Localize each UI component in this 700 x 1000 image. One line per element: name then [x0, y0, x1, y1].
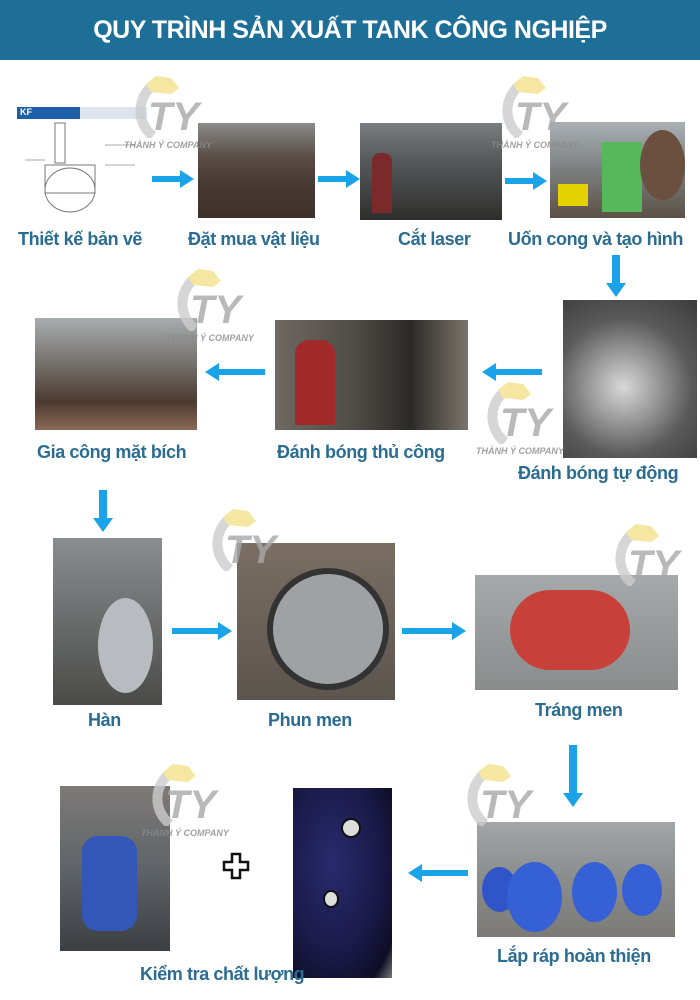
- arrow-right-icon: [402, 622, 466, 640]
- svg-text:TY: TY: [500, 401, 554, 444]
- step-label: Đánh bóng tự động: [518, 463, 679, 483]
- arrow-right-icon: [318, 170, 360, 188]
- kf-badge: KF: [17, 107, 80, 119]
- svg-text:TY: TY: [148, 95, 202, 138]
- arrow-left-icon: [482, 363, 542, 381]
- assembly-image: [477, 822, 675, 937]
- auto-polish-image: [563, 300, 697, 458]
- laser-cutting-image: [360, 123, 502, 220]
- manual-polish-image: [275, 320, 468, 430]
- step-label: Hàn: [88, 710, 121, 730]
- step-label: Phun men: [268, 710, 352, 730]
- material-image: [198, 123, 315, 218]
- arrow-down-icon: [563, 745, 583, 807]
- arrow-down-icon: [606, 255, 626, 297]
- page-title: QUY TRÌNH SẢN XUẤT TANK CÔNG NGHIỆP: [93, 15, 607, 44]
- watermark-logo: TY THÀNH Ý COMPANY: [470, 378, 570, 460]
- step-label: Cắt laser: [398, 229, 471, 249]
- arrow-left-icon: [205, 363, 265, 381]
- step-label: Đánh bóng thủ công: [277, 442, 445, 462]
- step-label: Đặt mua vật liệu: [188, 229, 320, 249]
- gear-logo-icon: TY: [467, 764, 534, 826]
- step-label: Gia công mặt bích: [37, 442, 187, 462]
- arrow-right-icon: [152, 170, 194, 188]
- enamel-coating-image: [475, 575, 678, 690]
- arrow-left-icon: [408, 864, 468, 882]
- svg-text:TY: TY: [480, 783, 534, 826]
- spark-test-image: [293, 788, 392, 978]
- header-banner: QUY TRÌNH SẢN XUẤT TANK CÔNG NGHIỆP: [0, 0, 700, 60]
- step-label: Uốn cong và tạo hình: [508, 229, 683, 249]
- bending-image: [550, 122, 685, 218]
- plus-icon: [222, 852, 250, 880]
- design-drawing-image: KF: [15, 105, 150, 217]
- step-label: Thiết kế bản vẽ: [18, 229, 143, 249]
- welding-image: [53, 538, 162, 705]
- svg-text:TY: TY: [165, 783, 219, 826]
- step-label: Kiểm tra chất lượng: [140, 964, 305, 984]
- svg-text:TY: TY: [190, 288, 244, 331]
- gear-logo-icon: TY: [487, 382, 554, 444]
- arrow-right-icon: [172, 622, 232, 640]
- step-label: Tráng men: [535, 700, 623, 720]
- quality-check-image: [60, 786, 170, 951]
- arrow-right-icon: [505, 172, 547, 190]
- enamel-spray-image: [237, 543, 395, 700]
- tank-drawing-icon: [25, 122, 135, 213]
- step-label: Lắp ráp hoàn thiện: [497, 946, 651, 966]
- arrow-down-icon: [93, 490, 113, 532]
- flange-image: [35, 318, 197, 430]
